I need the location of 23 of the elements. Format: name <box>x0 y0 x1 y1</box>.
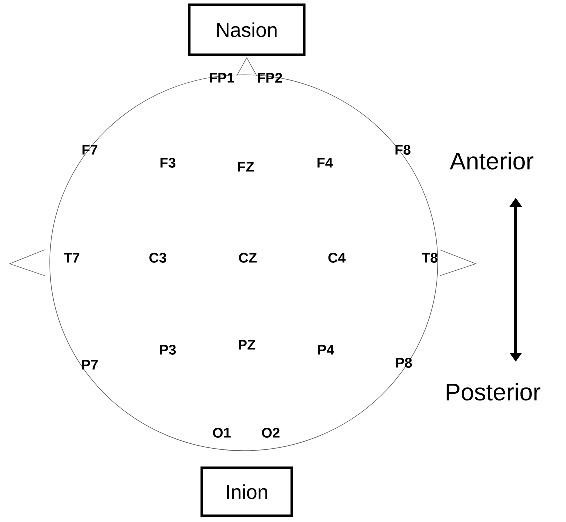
direction-label: Posterior <box>446 383 541 401</box>
electrode-label: PZ <box>239 340 256 350</box>
electrode-label: P8 <box>396 358 412 368</box>
electrode-label: F4 <box>318 158 334 168</box>
electrode-label: C4 <box>328 253 346 263</box>
electrode-label: FP1 <box>210 73 234 83</box>
electrode-label: FP2 <box>258 73 282 83</box>
electrode-label: CZ <box>239 253 257 263</box>
electrode-label: O2 <box>262 428 280 438</box>
electrode-label: F7 <box>82 145 98 155</box>
electrode-label: C3 <box>150 253 166 263</box>
landmark-box: Inion <box>200 466 294 518</box>
electrode-label: P4 <box>318 345 334 355</box>
electrode-label: P3 <box>160 345 176 355</box>
direction-label: Anterior <box>450 152 534 170</box>
electrode-label: P7 <box>82 360 98 370</box>
electrode-label: T7 <box>64 253 80 263</box>
landmark-box: Nasion <box>188 4 306 56</box>
electrode-label: F3 <box>160 158 176 168</box>
electrode-label: FZ <box>238 162 254 172</box>
electrode-label: T8 <box>422 253 438 263</box>
electrode-label: O1 <box>213 428 231 438</box>
electrode-label: F8 <box>396 145 411 155</box>
